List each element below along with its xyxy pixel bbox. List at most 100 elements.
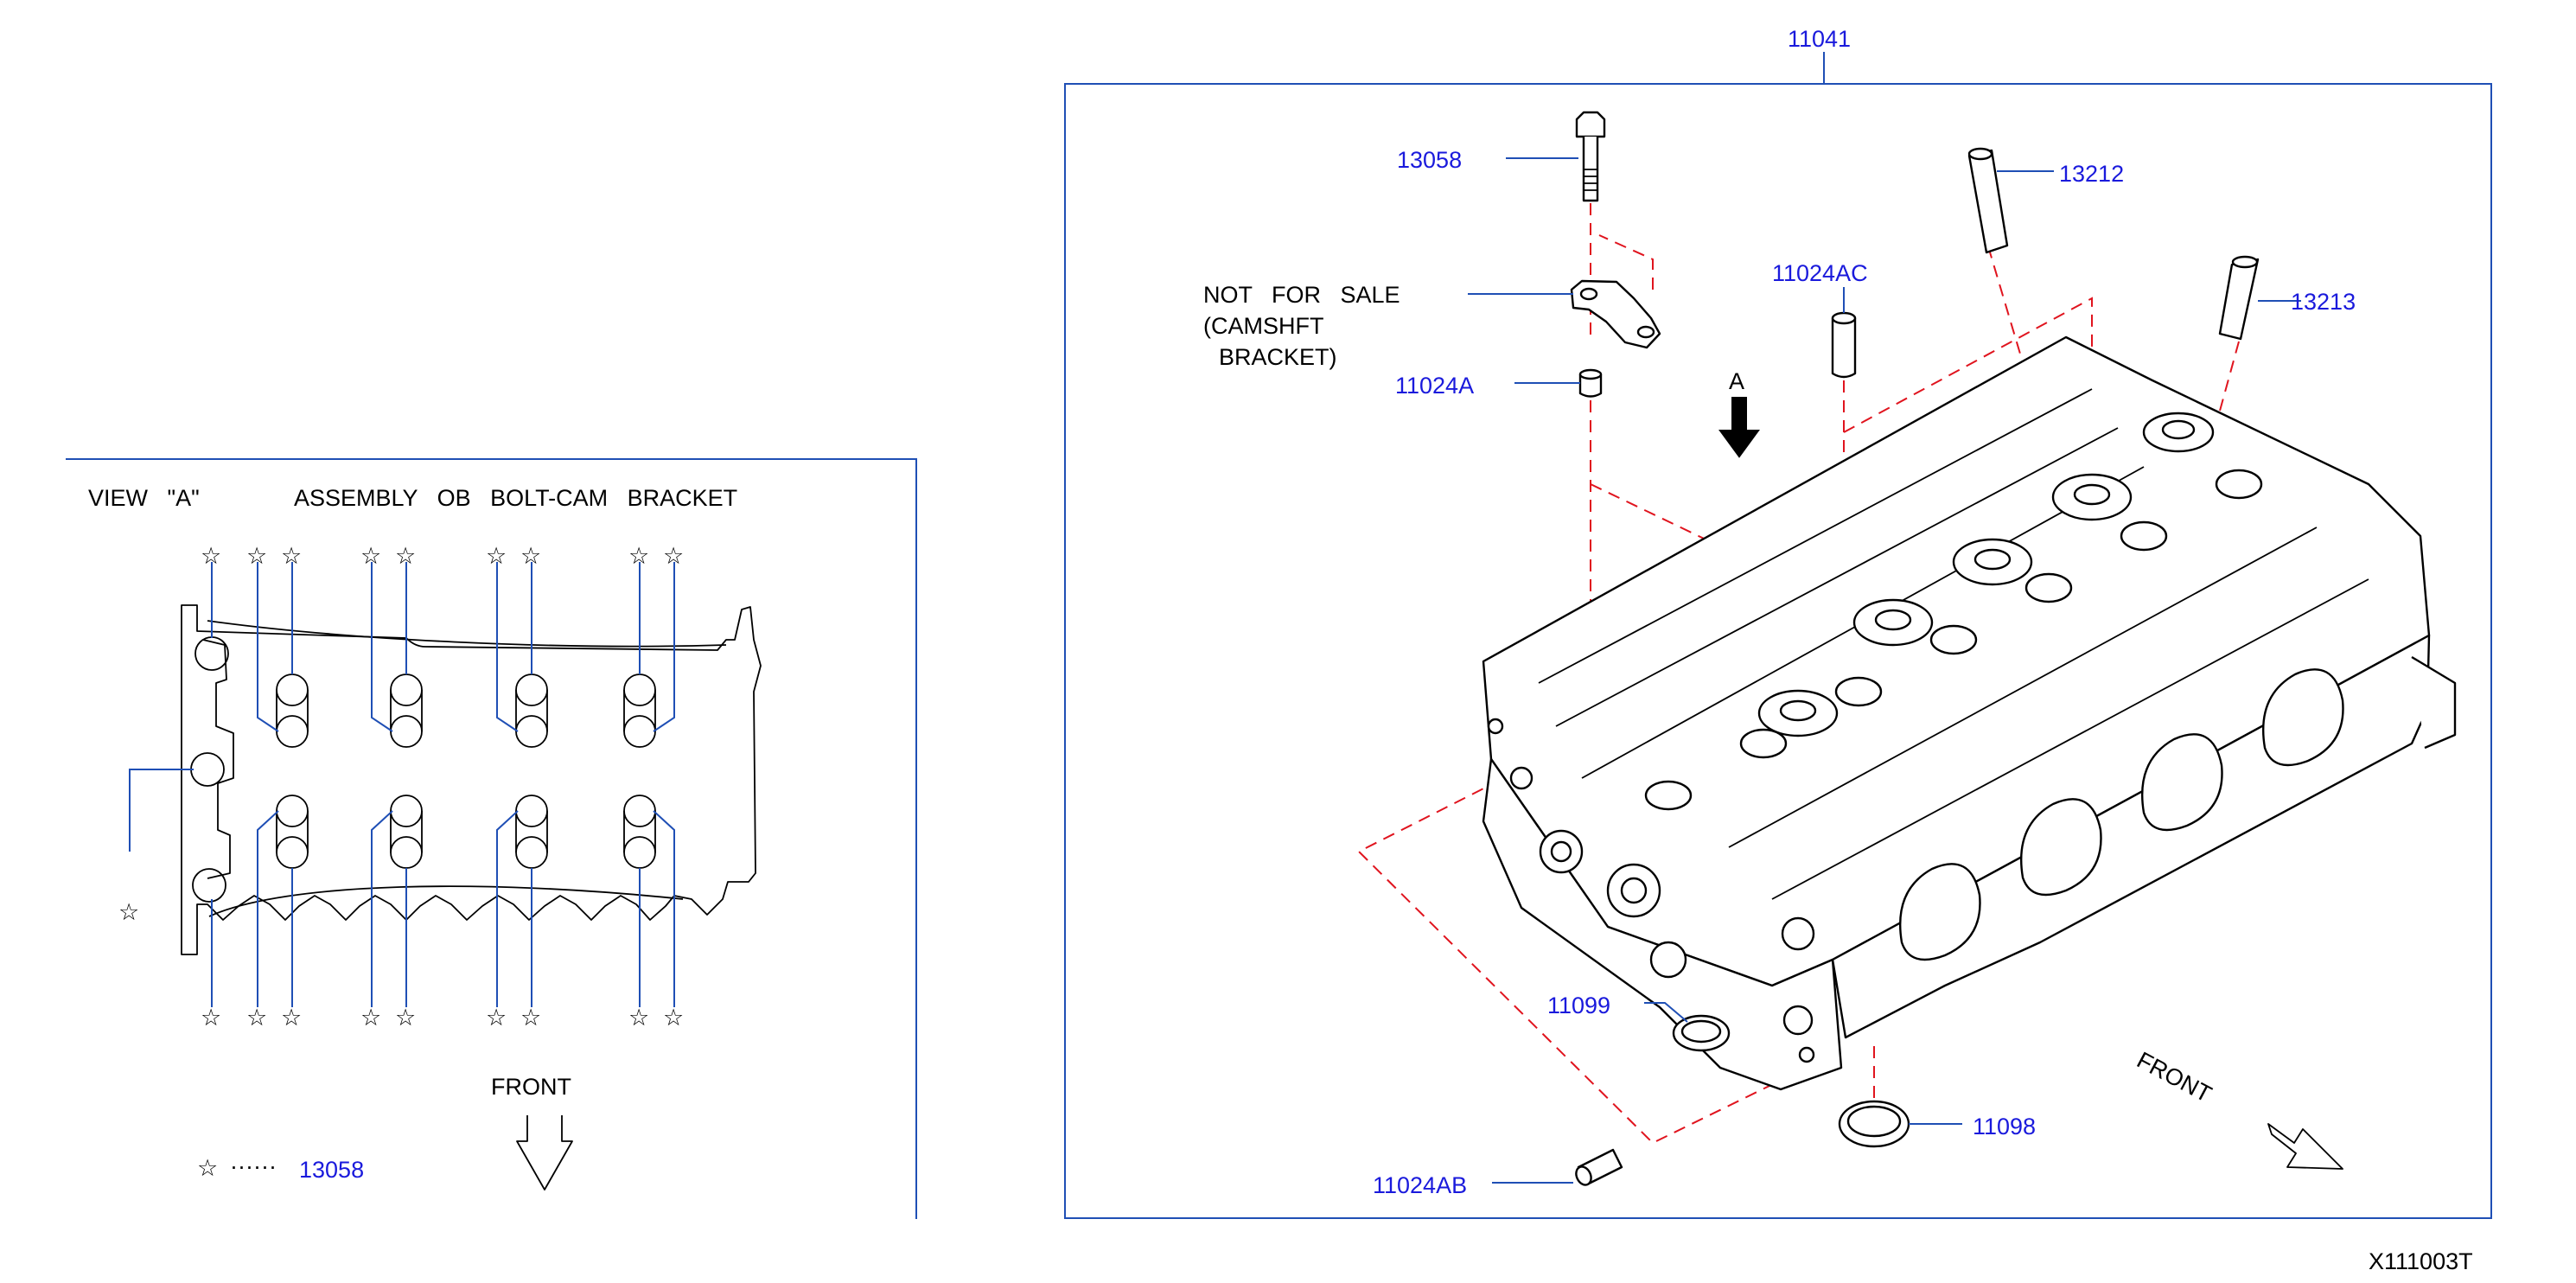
dowel-11024a-top xyxy=(1578,368,1603,380)
bolt-star-marks: ☆ ☆ ☆ ☆ ☆ ☆ ☆ ☆ ☆ ☆ ☆ ☆ ☆ ☆ ☆ ☆ ☆ ☆ ☆ xyxy=(118,543,684,1031)
camshaft-bracket xyxy=(1570,279,1661,349)
bolt-shank-icon xyxy=(1582,137,1599,202)
valve-seats xyxy=(1644,469,2263,811)
star-mark: ☆ xyxy=(281,543,302,569)
guide-13213-top xyxy=(2231,255,2259,269)
star-mark: ☆ xyxy=(360,543,381,569)
legend-part-number: 13058 xyxy=(299,1157,364,1183)
star-mark: ☆ xyxy=(486,543,507,569)
boss-left-bottom xyxy=(192,868,226,903)
callout-11041: 11041 xyxy=(1788,26,1851,52)
boss-6-b xyxy=(390,836,423,869)
callout-11099: 11099 xyxy=(1547,993,1610,1018)
seal-ring-11098 xyxy=(1838,1100,1910,1148)
boss-8-a xyxy=(623,795,656,827)
star-mark: ☆ xyxy=(201,1005,221,1031)
boss-8-join xyxy=(623,811,656,852)
boss-1-b xyxy=(276,715,309,748)
view-a-arrow-icon xyxy=(1718,397,1760,458)
dowel-11024a xyxy=(1578,368,1603,398)
view-a-arrow-label: A xyxy=(1729,368,1744,394)
figure-id: X111003T xyxy=(2369,1248,2473,1274)
boss-2-b xyxy=(390,715,423,748)
callout-11024ac: 11024AC xyxy=(1772,260,1868,286)
seal-ring-11099 xyxy=(1672,1014,1731,1052)
star-mark: ☆ xyxy=(395,1005,416,1031)
journal-1-bore xyxy=(1779,699,1817,722)
bolt-head-icon xyxy=(1575,111,1606,138)
journal-3-bore xyxy=(1973,548,2012,571)
front-label: FRONT xyxy=(2133,1047,2216,1107)
dowel-11024ab-end xyxy=(1575,1165,1592,1186)
bolt-thread-icon xyxy=(1584,169,1597,191)
callout-11098: 11098 xyxy=(1973,1114,2036,1139)
head-flange-right xyxy=(2411,655,2457,750)
bolt-13058 xyxy=(1575,111,1606,202)
boss-5-a xyxy=(276,795,309,827)
dowel-11024ac xyxy=(1831,311,1857,379)
boss-8-b xyxy=(623,836,656,869)
note-line-1: NOT FOR SALE xyxy=(1203,282,1400,308)
valve-guide-13212 xyxy=(1967,147,2009,254)
ring-11098-inner xyxy=(1846,1105,1902,1138)
boss-7-join xyxy=(515,811,548,852)
star-mark: ☆ xyxy=(118,899,139,925)
boss-7-a xyxy=(515,795,548,827)
view-a-front-label: FRONT xyxy=(491,1074,571,1100)
assembly-frame xyxy=(1064,83,2492,1219)
star-mark: ☆ xyxy=(246,1005,267,1031)
plan-outline xyxy=(181,604,762,955)
boss-5-join xyxy=(276,811,309,852)
leader-11099 xyxy=(1644,1002,1688,1023)
view-a-frame xyxy=(66,458,917,1219)
star-mark: ☆ xyxy=(628,1005,649,1031)
star-mark: ☆ xyxy=(201,543,221,569)
guide-13213-icon xyxy=(2218,258,2260,341)
plan-cam-line-bottom xyxy=(208,885,684,917)
boss-4-a xyxy=(623,673,656,706)
boss-3-join xyxy=(515,690,548,731)
front-arrow-icon xyxy=(2267,1123,2343,1170)
star-mark: ☆ xyxy=(395,543,416,569)
star-mark: ☆ xyxy=(663,543,684,569)
callout-13213: 13213 xyxy=(2291,289,2356,315)
boss-4-b xyxy=(623,715,656,748)
journal-5-bore xyxy=(2161,419,2196,440)
star-mark: ☆ xyxy=(663,1005,684,1031)
star-mark: ☆ xyxy=(360,1005,381,1031)
star-mark: ☆ xyxy=(628,543,649,569)
exhaust-ports xyxy=(1898,668,2344,961)
valve-guide-13213 xyxy=(2218,255,2260,341)
view-a-front-arrow-icon xyxy=(516,1115,573,1190)
dowel-11024ab xyxy=(1575,1148,1623,1186)
guide-13212-icon xyxy=(1967,149,2009,254)
head-cam-rail-right xyxy=(1728,527,2369,900)
boss-2-a xyxy=(390,673,423,706)
bracket-hole-right xyxy=(1636,325,1655,339)
boss-2-join xyxy=(390,690,423,731)
note-line-3: BRACKET) xyxy=(1219,344,1337,370)
star-mark: ☆ xyxy=(246,543,267,569)
note-line-2: (CAMSHFT xyxy=(1203,313,1323,339)
plan-cam-line-top xyxy=(207,620,727,648)
plan-inner-edge xyxy=(202,639,234,879)
boss-1-a xyxy=(276,673,309,706)
cam-journals xyxy=(1757,412,2215,737)
boss-7-b xyxy=(515,836,548,869)
boss-1-join xyxy=(276,690,309,731)
boss-6-a xyxy=(390,795,423,827)
boss-6-join xyxy=(390,811,423,852)
star-mark: ☆ xyxy=(520,1005,541,1031)
star-mark: ☆ xyxy=(281,1005,302,1031)
journal-2-bore xyxy=(1874,609,1912,631)
star-mark: ☆ xyxy=(520,543,541,569)
legend-star: ☆ xyxy=(197,1155,218,1181)
journal-4-bore xyxy=(2073,483,2111,506)
callout-11024ab: 11024AB xyxy=(1373,1172,1467,1198)
ring-11099-inner xyxy=(1680,1019,1722,1044)
bracket-hole-left xyxy=(1579,287,1598,301)
main-assembly: 11041 xyxy=(1064,26,2492,1219)
star-mark: ☆ xyxy=(486,1005,507,1031)
view-a-heading: VIEW "A" xyxy=(88,485,200,511)
